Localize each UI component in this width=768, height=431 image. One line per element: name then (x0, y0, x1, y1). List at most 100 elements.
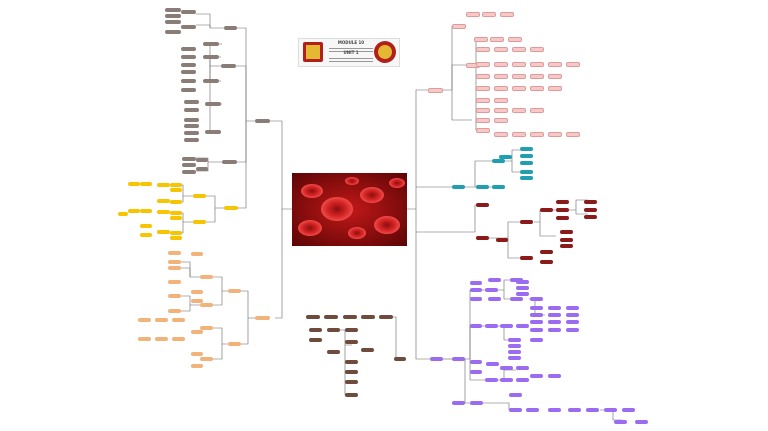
purple-branch-node[interactable] (548, 313, 561, 317)
gray-branch-node[interactable] (196, 167, 208, 171)
teal-branch-node[interactable] (520, 161, 533, 165)
gray-branch-node[interactable] (181, 55, 196, 59)
orange-branch-node[interactable] (191, 299, 203, 303)
maroon-branch-node[interactable] (476, 236, 489, 240)
pink-branch-node[interactable] (548, 62, 562, 67)
purple-branch-node[interactable] (566, 306, 579, 310)
purple-branch-node[interactable] (548, 306, 561, 310)
brown-branch-node[interactable] (345, 370, 358, 374)
orange-branch-node[interactable] (168, 260, 181, 264)
pink-branch-node[interactable] (476, 86, 490, 91)
yellow-branch-node[interactable] (157, 230, 170, 234)
pink-branch-node[interactable] (512, 74, 526, 79)
pink-branch-node[interactable] (548, 132, 562, 137)
purple-branch-node[interactable] (485, 324, 498, 328)
orange-branch-node[interactable] (200, 303, 213, 307)
brown-branch-node[interactable] (361, 315, 375, 319)
pink-branch-node[interactable] (476, 98, 490, 103)
maroon-branch-node[interactable] (520, 220, 533, 224)
pink-branch-node[interactable] (530, 86, 544, 91)
purple-branch-node[interactable] (526, 408, 539, 412)
orange-branch-node[interactable] (138, 318, 151, 322)
brown-branch-node[interactable] (345, 340, 358, 344)
pink-branch-node[interactable] (490, 37, 504, 42)
pink-branch-node[interactable] (566, 62, 580, 67)
brown-branch-node[interactable] (324, 315, 338, 319)
purple-branch-node[interactable] (485, 288, 498, 292)
gray-branch-node[interactable] (184, 108, 199, 112)
pink-branch-node[interactable] (476, 74, 490, 79)
teal-branch-node[interactable] (520, 154, 533, 158)
purple-branch-node[interactable] (500, 366, 513, 370)
pink-branch-node[interactable] (530, 108, 544, 113)
purple-branch-node[interactable] (548, 320, 561, 324)
maroon-branch-node[interactable] (520, 256, 533, 260)
yellow-branch-node[interactable] (193, 194, 206, 198)
teal-branch-node[interactable] (520, 170, 533, 174)
pink-branch-node[interactable] (494, 47, 508, 52)
orange-branch-node[interactable] (228, 342, 241, 346)
orange-branch-node[interactable] (191, 364, 203, 368)
yellow-branch-node[interactable] (170, 183, 182, 187)
pink-branch-node[interactable] (452, 24, 466, 29)
maroon-branch-node[interactable] (584, 208, 597, 212)
pink-branch-node[interactable] (476, 62, 490, 67)
purple-branch-node[interactable] (548, 374, 561, 378)
maroon-branch-node[interactable] (556, 200, 569, 204)
purple-branch-node[interactable] (530, 313, 543, 317)
pink-branch-node[interactable] (476, 47, 490, 52)
gray-branch-node[interactable] (181, 63, 196, 67)
purple-branch-node[interactable] (516, 366, 529, 370)
purple-branch-node[interactable] (508, 338, 521, 342)
maroon-branch-node[interactable] (584, 215, 597, 219)
purple-branch-node[interactable] (486, 362, 499, 366)
purple-branch-node[interactable] (516, 324, 529, 328)
purple-branch-node[interactable] (530, 338, 543, 342)
brown-branch-node[interactable] (345, 360, 358, 364)
brown-branch-node[interactable] (327, 350, 340, 354)
pink-branch-node[interactable] (530, 62, 544, 67)
gray-branch-node[interactable] (182, 170, 196, 174)
purple-branch-node[interactable] (622, 408, 635, 412)
gray-branch-node[interactable] (181, 70, 196, 74)
pink-branch-node[interactable] (512, 86, 526, 91)
pink-branch-node[interactable] (466, 12, 480, 17)
purple-branch-node[interactable] (470, 401, 483, 405)
teal-branch-node[interactable] (452, 185, 465, 189)
teal-branch-node[interactable] (476, 185, 489, 189)
purple-branch-node[interactable] (500, 324, 513, 328)
purple-branch-node[interactable] (508, 350, 521, 354)
gray-branch-node[interactable] (165, 14, 181, 18)
yellow-branch-node[interactable] (224, 206, 238, 210)
brown-branch-node[interactable] (345, 328, 358, 332)
pink-branch-node[interactable] (494, 86, 508, 91)
maroon-branch-node[interactable] (540, 250, 553, 254)
gray-branch-node[interactable] (203, 55, 219, 59)
orange-branch-node[interactable] (200, 357, 213, 361)
pink-branch-node[interactable] (530, 74, 544, 79)
orange-branch-node[interactable] (200, 275, 213, 279)
purple-branch-node[interactable] (508, 344, 521, 348)
pink-branch-node[interactable] (512, 132, 526, 137)
purple-branch-node[interactable] (530, 297, 543, 301)
brown-branch-node[interactable] (309, 328, 322, 332)
pink-branch-node[interactable] (566, 132, 580, 137)
yellow-branch-node[interactable] (140, 224, 152, 228)
orange-branch-node[interactable] (191, 330, 203, 334)
pink-branch-node[interactable] (530, 132, 544, 137)
orange-branch-node[interactable] (191, 252, 203, 256)
purple-branch-node[interactable] (586, 408, 599, 412)
yellow-branch-node[interactable] (128, 182, 140, 186)
gray-branch-node[interactable] (181, 47, 196, 51)
purple-branch-node[interactable] (530, 306, 543, 310)
brown-branch-node[interactable] (394, 357, 406, 361)
pink-branch-node[interactable] (548, 86, 562, 91)
purple-branch-node[interactable] (516, 292, 529, 296)
yellow-branch-node[interactable] (157, 199, 170, 203)
pink-branch-node[interactable] (494, 108, 508, 113)
yellow-branch-node[interactable] (157, 183, 170, 187)
orange-branch-node[interactable] (168, 251, 181, 255)
orange-branch-node[interactable] (168, 280, 181, 284)
yellow-branch-node[interactable] (170, 211, 182, 215)
pink-branch-node[interactable] (476, 118, 490, 123)
